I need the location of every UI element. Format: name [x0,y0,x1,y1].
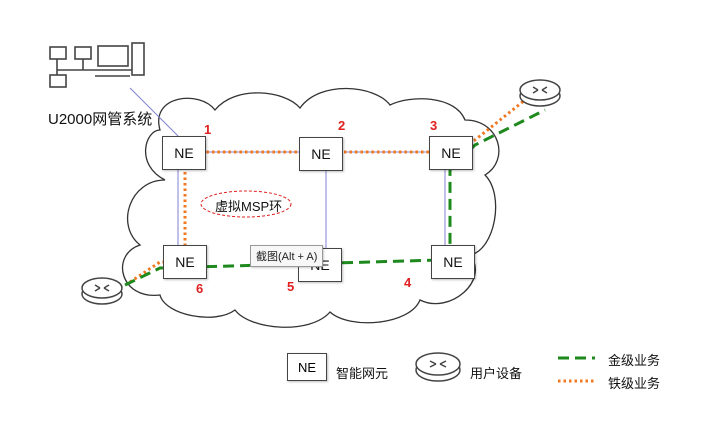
computer-network-icon [49,42,145,88]
nms-link [129,87,181,139]
legend-ne-icon: NE [287,353,327,381]
legend-iron-label: 铁级业务 [608,376,661,391]
nms-label: U2000网管系统 [48,111,153,128]
ne-node-3[interactable]: NE [429,136,473,170]
router-icon [519,79,561,107]
screenshot-tooltip: 截图(Alt + A) [250,245,324,267]
msp-ring-label: 虚拟MSP环 [215,199,283,214]
router-icon [81,277,123,305]
node-number-6: 6 [196,281,204,296]
ne-node-2[interactable]: NE [299,137,343,171]
ne-node-4[interactable]: NE [431,245,475,279]
legend-router-icon [415,352,461,382]
node-number-5: 5 [287,279,295,294]
node-number-3: 3 [430,118,438,133]
ne-node-6[interactable]: NE [163,245,207,279]
msp-ring-ellipse [200,190,292,218]
node-number-1: 1 [204,122,212,137]
network-cloud [122,87,500,328]
legend-gold-label: 金级业务 [608,353,661,368]
node-number-2: 2 [338,118,346,133]
ne-node-1[interactable]: NE [162,136,206,170]
legend-router-label: 用户设备 [470,366,523,381]
node-number-4: 4 [404,275,412,290]
legend-ne-label: 智能网元 [336,366,389,381]
